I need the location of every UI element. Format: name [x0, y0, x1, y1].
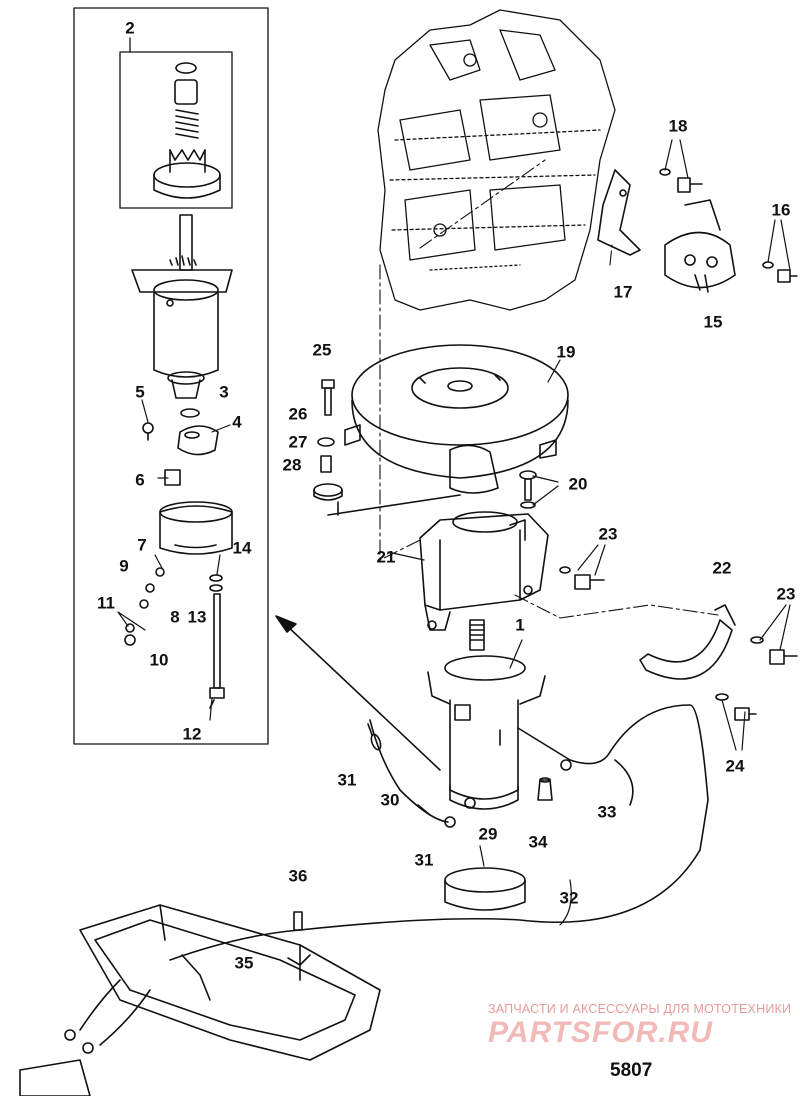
callout-7: 7: [137, 535, 147, 555]
starter-bracket: [419, 511, 549, 631]
callout-2: 2: [125, 18, 135, 38]
through-bolt: [209, 593, 225, 709]
drive-gear-assembly: [153, 62, 221, 199]
watermark-caption: ЗАПЧАСТИ И АКСЕССУАРЫ ДЛЯ МОТОТЕХНИКИ: [488, 1002, 792, 1016]
cover-bolt-stack: [313, 379, 461, 516]
callout-13: 13: [187, 607, 207, 627]
solenoid-assembly: [597, 168, 798, 293]
callout-3: 3: [219, 382, 229, 402]
callout-15: 15: [703, 312, 723, 332]
callout-32: 32: [559, 888, 579, 908]
callout-14: 14: [232, 538, 252, 558]
figure-number: 5807: [610, 1060, 653, 1081]
callout-18: 18: [668, 116, 688, 136]
starter-motor-icon: [131, 214, 233, 399]
starter-strap: [639, 604, 798, 721]
callout-25: 25: [312, 340, 332, 360]
callout-20: 20: [568, 474, 588, 494]
callout-33: 33: [597, 802, 617, 822]
callout-1: 1: [515, 615, 525, 635]
callout-23-right: 23: [776, 584, 796, 604]
connection-lines: [379, 159, 719, 619]
callout-16: 16: [771, 200, 791, 220]
callout-19: 19: [556, 342, 576, 362]
callout-34: 34: [528, 832, 548, 852]
starter-exploded-box: [73, 7, 269, 745]
callout-31-lower: 31: [414, 850, 434, 870]
arrow-head: [275, 615, 297, 633]
callout-26: 26: [288, 404, 308, 424]
callout-6: 6: [135, 470, 145, 490]
callout-36: 36: [288, 866, 308, 886]
callout-27: 27: [288, 432, 308, 452]
callout-5: 5: [135, 382, 145, 402]
small-hardware: [124, 408, 233, 646]
bottom-frame: [19, 904, 381, 1096]
bracket-bolts: [519, 470, 605, 590]
mount-ring: [444, 867, 526, 911]
callout-23-upper: 23: [598, 524, 618, 544]
callout-4: 4: [232, 412, 242, 432]
engine-block-icon: [377, 9, 616, 311]
callout-9: 9: [119, 556, 129, 576]
reference-arrow: [284, 623, 441, 771]
callout-24: 24: [725, 756, 745, 776]
callout-10: 10: [149, 650, 169, 670]
callout-30: 30: [380, 790, 400, 810]
callout-29: 29: [478, 824, 498, 844]
callout-31-upper: 31: [337, 770, 357, 790]
callout-11: 11: [97, 593, 115, 613]
callout-21: 21: [376, 547, 396, 567]
callout-12: 12: [182, 724, 202, 744]
callout-22: 22: [712, 558, 732, 578]
callout-35: 35: [234, 953, 254, 973]
terminal-boot: [537, 777, 553, 801]
callout-28: 28: [282, 455, 302, 475]
callout-17: 17: [613, 282, 633, 302]
starter-motor: [427, 619, 546, 810]
callout-8: 8: [170, 607, 180, 627]
flywheel-cover-icon: [344, 344, 569, 494]
watermark-logo: PARTSFOR.RU: [488, 1016, 713, 1049]
wiring-harness: [169, 704, 709, 961]
leader-lines: [117, 139, 791, 926]
